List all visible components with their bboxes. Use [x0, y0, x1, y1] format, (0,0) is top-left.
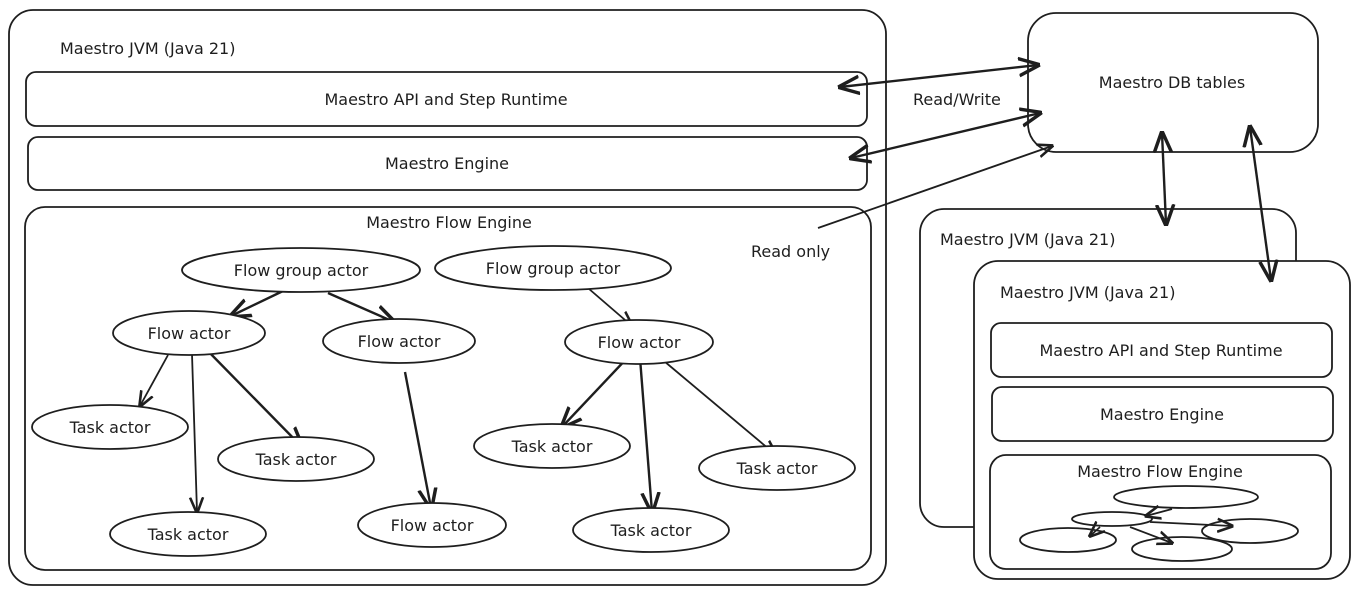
flow-actor-ellipse: [112, 310, 266, 356]
flow-actor-label: Flow actor: [391, 516, 474, 535]
left-flow-engine-box: [24, 206, 872, 571]
right-jvm-back-title: Maestro JVM (Java 21): [940, 230, 1115, 249]
right-back-jvm-db-arrow: [1162, 133, 1166, 224]
flow-actor-label: Flow actor: [148, 324, 231, 343]
mini-node: [1131, 536, 1233, 562]
left-engine-db-arrow: [851, 113, 1040, 158]
left-api-runtime-box: [25, 71, 868, 127]
task-actor-ellipse: [109, 511, 267, 557]
left-flow-engine-db-arrow: [817, 146, 1052, 229]
flow-group-actor-node: Flow group actor: [181, 247, 421, 293]
flow-actor-node: Flow actor: [564, 319, 714, 365]
mini-edge: [1090, 527, 1100, 536]
edge-flow4-task5: [638, 357, 652, 512]
read-only-label: Read only: [751, 242, 830, 261]
flow-group-actor-ellipse: [181, 247, 421, 293]
edge-flow4-task4: [562, 354, 631, 427]
right-api-runtime-box: [990, 322, 1333, 378]
edge-flow1-task2: [192, 353, 197, 512]
left-api-db-arrow: [840, 65, 1038, 87]
edge-group1-flow1: [231, 289, 284, 316]
task-actor-node: Task actor: [473, 423, 631, 469]
db-tables-title: Maestro DB tables: [1099, 73, 1245, 92]
task-actor-ellipse: [698, 445, 856, 491]
task-actor-node: Task actor: [572, 507, 730, 553]
task-actor-node: Task actor: [31, 404, 189, 450]
flow-actor-label: Flow actor: [358, 332, 441, 351]
flow-actor-node: Flow actor: [112, 310, 266, 356]
flow-actor-label: Flow actor: [598, 333, 681, 352]
flow-actor-node: Flow actor: [357, 502, 507, 548]
right-engine-label: Maestro Engine: [1100, 405, 1224, 424]
mini-node: [1113, 485, 1259, 509]
right-jvm-front: Maestro JVM (Java 21) Maestro API and St…: [973, 260, 1351, 580]
mini-edge: [1149, 522, 1232, 526]
flow-group-actor-ellipse: [434, 245, 672, 291]
task-actor-node: Task actor: [698, 445, 856, 491]
edge-flow4-task6: [657, 355, 776, 455]
right-flow-engine-title: Maestro Flow Engine: [1077, 462, 1243, 481]
read-write-label: Read/Write: [913, 90, 1001, 109]
task-actor-node: Task actor: [217, 436, 375, 482]
mini-node: [1019, 527, 1117, 553]
edge-flow1-task1: [140, 354, 169, 406]
task-actor-node: Task actor: [109, 511, 267, 557]
flow-actor-ellipse: [357, 502, 507, 548]
task-actor-ellipse: [572, 507, 730, 553]
right-front-jvm-db-arrow: [1250, 127, 1271, 280]
task-actor-label: Task actor: [69, 418, 151, 437]
left-jvm-title: Maestro JVM (Java 21): [60, 39, 235, 58]
flow-group-actor-node: Flow group actor: [434, 245, 672, 291]
left-api-runtime-label: Maestro API and Step Runtime: [324, 90, 567, 109]
task-actor-ellipse: [31, 404, 189, 450]
task-actor-ellipse: [217, 436, 375, 482]
left-jvm: Maestro JVM (Java 21) Maestro API and St…: [8, 9, 887, 586]
db-connections: Read/Write Read only: [751, 65, 1271, 280]
flow-actor-node: Flow actor: [322, 318, 476, 364]
right-engine-box: [991, 386, 1334, 442]
edge-group1-flow2: [327, 291, 394, 322]
flow-group-actor-label: Flow group actor: [486, 259, 621, 278]
flow-actor-ellipse: [322, 318, 476, 364]
task-actor-label: Task actor: [511, 437, 593, 456]
task-actor-label: Task actor: [255, 450, 337, 469]
right-jvm-front-title: Maestro JVM (Java 21): [1000, 283, 1175, 302]
mini-edge: [1146, 509, 1173, 516]
db-tables: Maestro DB tables: [1027, 12, 1319, 153]
flow-actor-ellipse: [564, 319, 714, 365]
left-engine-label: Maestro Engine: [385, 154, 509, 173]
task-actor-label: Task actor: [147, 525, 229, 544]
edge-flow1-task3: [203, 346, 302, 447]
mini-edge: [1129, 526, 1172, 543]
edge-flow2-flow3: [403, 371, 431, 508]
task-actor-ellipse: [473, 423, 631, 469]
flow-group-actor-label: Flow group actor: [234, 261, 369, 280]
task-actor-label: Task actor: [736, 459, 818, 478]
left-flow-engine-title: Maestro Flow Engine: [366, 213, 532, 232]
mini-node: [1071, 511, 1153, 527]
task-actor-label: Task actor: [610, 521, 692, 540]
right-api-runtime-label: Maestro API and Step Runtime: [1039, 341, 1282, 360]
